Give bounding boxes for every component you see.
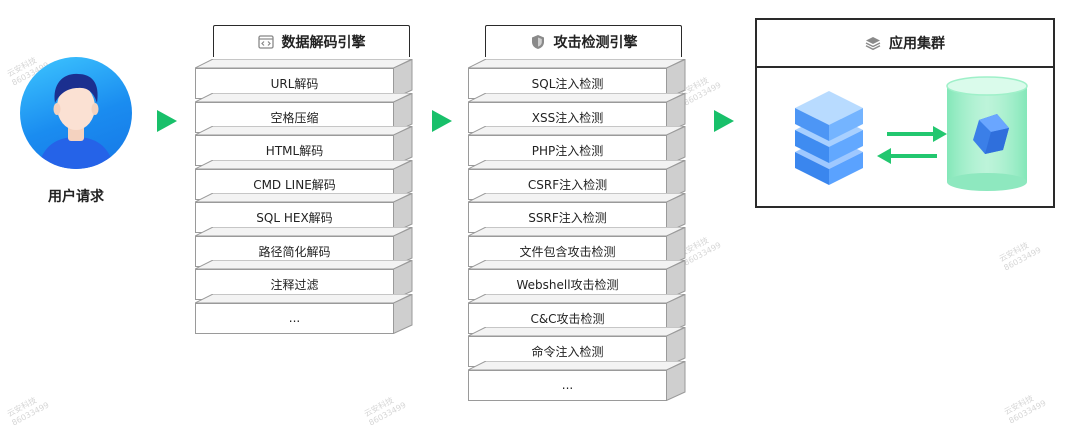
- layer-top: [468, 159, 685, 169]
- layer-top: [468, 92, 685, 102]
- attack-engine-header: 攻击检测引擎: [485, 25, 682, 57]
- server-stack-icon: [795, 91, 863, 185]
- app-cluster-box: 应用集群: [755, 18, 1055, 208]
- layer-top: [468, 360, 685, 370]
- layer-top: [195, 193, 412, 202]
- layer-top: [468, 293, 685, 303]
- layer-side: [393, 293, 413, 334]
- layer-top: [468, 193, 685, 202]
- decode-item: ...: [195, 302, 394, 334]
- decode-engine-header: 数据解码引擎: [213, 25, 410, 57]
- shield-icon: [530, 34, 546, 50]
- layer-top: [195, 226, 412, 236]
- app-cluster-header: 应用集群: [757, 20, 1053, 68]
- attack-layer: ...: [468, 360, 686, 401]
- data-flow-arrows-icon: [877, 126, 947, 164]
- attack-engine-title: 攻击检测引擎: [553, 34, 638, 51]
- layer-side: [666, 360, 686, 401]
- flow-arrow-icon: [157, 110, 177, 132]
- cluster-illustration: [795, 76, 1028, 191]
- attack-item: ...: [468, 369, 667, 401]
- layer-top: [195, 126, 412, 135]
- flow-arrow-icon: [714, 110, 734, 132]
- app-cluster-title: 应用集群: [889, 36, 945, 52]
- layer-top: [468, 59, 685, 68]
- layers-icon: [865, 35, 881, 51]
- database-icon: [946, 76, 1028, 191]
- layer-top: [468, 327, 685, 336]
- layer-top: [195, 59, 412, 68]
- code-icon: [257, 34, 274, 50]
- layer-top: [468, 126, 685, 135]
- layer-top: [195, 293, 412, 303]
- decode-layer: ...: [195, 293, 413, 334]
- user-request-label: 用户请求: [48, 189, 104, 205]
- decode-engine-title: 数据解码引擎: [281, 34, 366, 51]
- layer-top: [468, 226, 685, 236]
- layer-top: [468, 260, 685, 269]
- user-avatar-icon: [20, 57, 132, 169]
- layer-top: [195, 159, 412, 169]
- layer-top: [195, 260, 412, 269]
- layer-top: [195, 92, 412, 102]
- flow-arrow-icon: [432, 110, 452, 132]
